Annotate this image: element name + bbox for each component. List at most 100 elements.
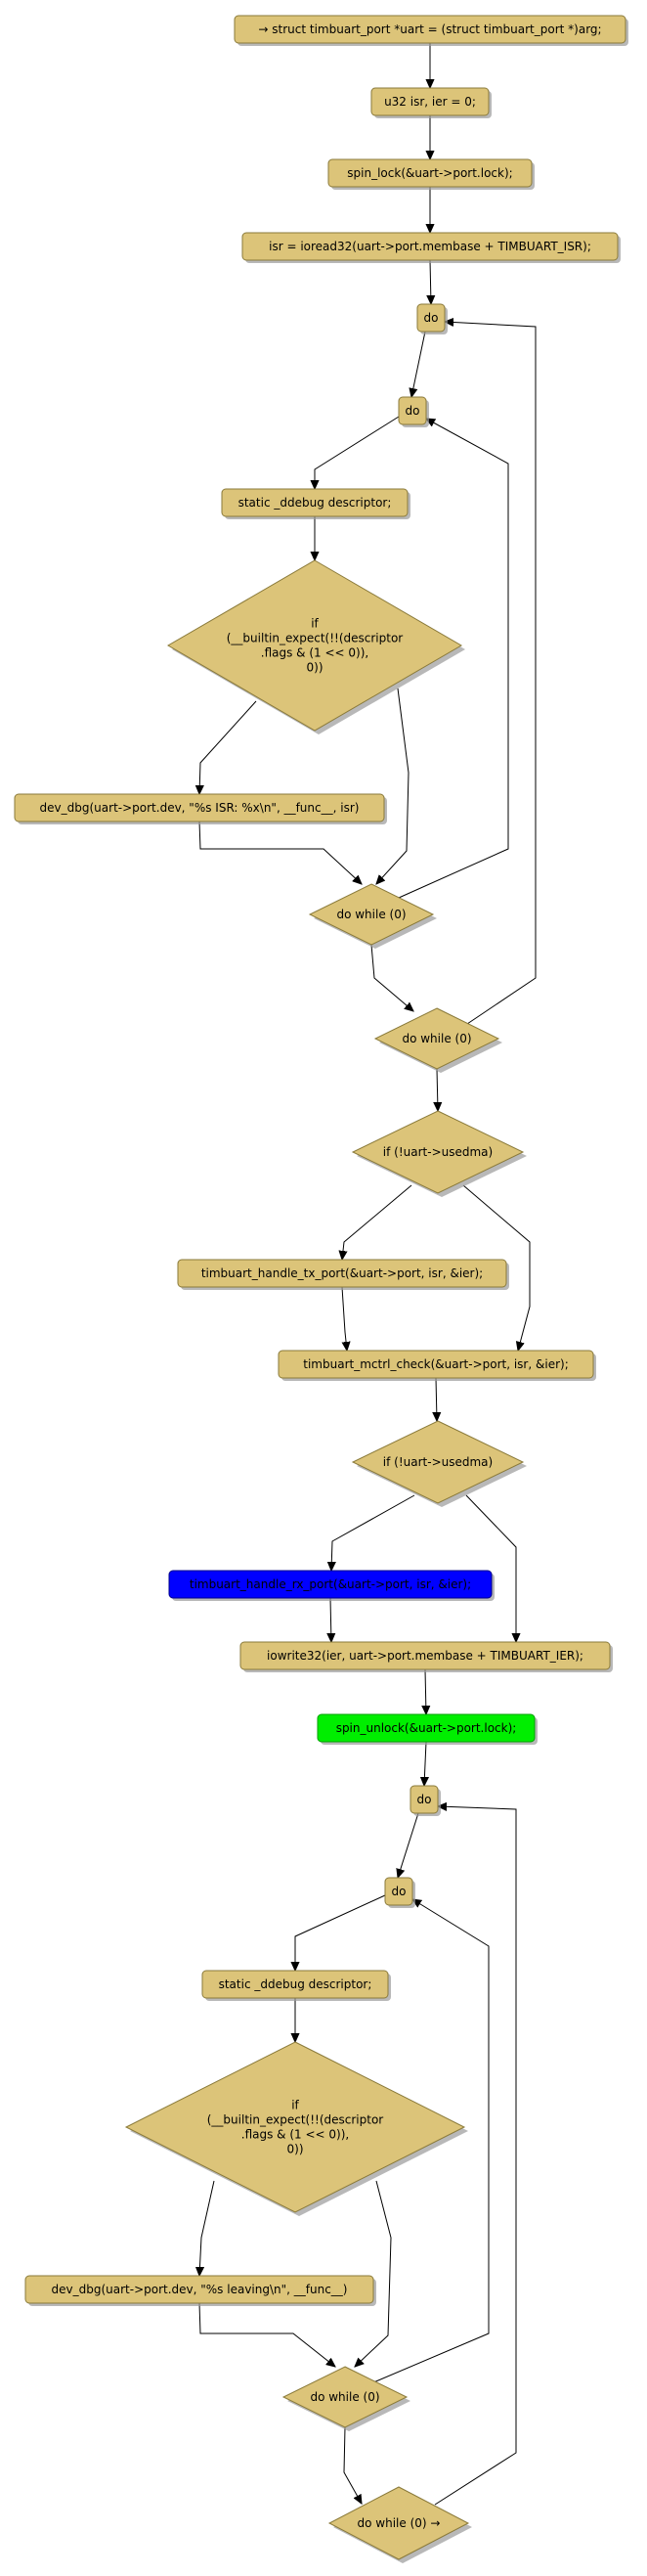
action-node-n2: u32 isr, ier = 0; (370, 87, 492, 118)
decision-diamond (373, 1007, 500, 1070)
node-label-line: spin_unlock(&uart->port.lock); (336, 1721, 517, 1735)
loop-back-arrow-n10-to-n6 (398, 419, 509, 899)
node-label-line: do (392, 1885, 407, 1898)
decision-diamond (124, 2041, 466, 2213)
node-label-line: timbuart_handle_tx_port(&uart->port, isr… (201, 1266, 483, 1280)
action-box (327, 158, 533, 188)
decision-node-n25: do while (0) → (327, 2486, 472, 2563)
loop-back-arrow-n11-to-n5 (445, 322, 537, 1025)
node-label-line: dev_dbg(uart->port.dev, "%s leaving\n", … (52, 2283, 348, 2296)
flow-arrow-n22-to-n23 (199, 2180, 215, 2276)
decision-diamond (327, 2486, 470, 2560)
flow-arrow-n9-to-n10 (198, 821, 362, 884)
node-label-line: timbuart_mctrl_check(&uart->port, isr, &… (303, 1357, 568, 1371)
decision-node-n24: do while (0) (281, 2366, 410, 2431)
node-label-line: static _ddebug descriptor; (219, 1977, 372, 1991)
node-label-line: .flags & (1 << 0)), (261, 646, 368, 660)
action-node-n19: do (410, 1785, 441, 1816)
flow-arrow-n5-to-n6 (411, 331, 426, 397)
flow-arrow-n23-to-n24 (198, 2302, 335, 2367)
action-box (24, 2275, 374, 2304)
edges-layer (198, 43, 537, 2506)
node-label-line: if (311, 617, 319, 631)
decision-node-n12: if (!uart->usedma) (351, 1110, 527, 1197)
action-node-n17: iowrite32(ier, uart->port.membase + TIMB… (239, 1641, 613, 1672)
decision-diamond (351, 1420, 525, 1504)
action-node-n23: dev_dbg(uart->port.dev, "%s leaving\n", … (24, 2275, 376, 2306)
action-box (234, 15, 626, 44)
action-node-n4: isr = ioread32(uart->port.membase + TIMB… (241, 232, 621, 263)
flow-arrow-n20-to-n21 (295, 1894, 386, 1971)
decision-node-n15: if (!uart->usedma) (351, 1420, 527, 1507)
node-label-line: 0)) (307, 661, 324, 675)
node-label-line: static _ddebug descriptor; (238, 496, 392, 510)
node-label-line: isr = ioread32(uart->port.membase + TIMB… (269, 240, 591, 253)
action-box (410, 1785, 439, 1814)
action-node-n7: static _ddebug descriptor; (221, 488, 410, 519)
action-box (416, 303, 446, 333)
node-label-line: → struct timbuart_port *uart = (struct t… (258, 22, 601, 36)
action-box (370, 87, 490, 116)
decision-node-n11: do while (0) (373, 1007, 502, 1073)
action-node-n18: spin_unlock(&uart->port.lock); (317, 1713, 538, 1745)
flow-arrow-n17-to-n18 (425, 1668, 426, 1714)
flow-arrow-n10-to-n11 (370, 944, 413, 1011)
action-box (239, 1641, 611, 1670)
action-box (317, 1713, 536, 1743)
action-node-n13: timbuart_handle_tx_port(&uart->port, isr… (177, 1259, 509, 1290)
flow-arrow-n8-to-n10 (376, 688, 410, 884)
flow-arrow-n11-to-n12 (437, 1068, 438, 1111)
loop-back-arrow-n25-to-n19 (434, 1806, 517, 2506)
flow-arrow-n16-to-n17 (330, 1597, 331, 1642)
decision-node-n22: if(__builtin_expect(!!(descriptor.flags … (124, 2041, 468, 2216)
node-label-line: u32 isr, ier = 0; (384, 95, 476, 109)
decision-node-n8: if(__builtin_expect(!!(descriptor.flags … (167, 559, 465, 734)
decision-node-n10: do while (0) (308, 883, 437, 949)
action-node-n21: static _ddebug descriptor; (201, 1970, 391, 2001)
node-label-line: if (291, 2099, 299, 2112)
action-box (398, 396, 427, 425)
node-label-line: (__builtin_expect(!!(descriptor (207, 2113, 384, 2127)
action-box (384, 1877, 413, 1906)
node-label-line: (__builtin_expect(!!(descriptor (227, 632, 404, 645)
decision-diamond (167, 559, 462, 732)
flow-arrow-n14-to-n15 (436, 1377, 437, 1421)
node-label-line: do (424, 311, 439, 325)
action-node-n6: do (398, 396, 429, 427)
action-box (241, 232, 619, 261)
action-node-n9: dev_dbg(uart->port.dev, "%s ISR: %x\n", … (14, 793, 387, 824)
flow-arrow-n24-to-n25 (343, 2426, 362, 2504)
flow-arrow-n22-to-n24 (355, 2180, 392, 2367)
action-box (221, 488, 409, 517)
flow-arrow-n19-to-n20 (398, 1812, 419, 1878)
action-node-n14: timbuart_mctrl_check(&uart->port, isr, &… (278, 1350, 596, 1381)
flow-arrow-n12-to-n13 (342, 1184, 412, 1260)
action-node-n5: do (416, 303, 448, 334)
node-label-line: 0)) (287, 2143, 304, 2156)
nodes-layer: → struct timbuart_port *uart = (struct t… (14, 15, 628, 2563)
flow-arrow-n15-to-n17 (465, 1494, 516, 1642)
flow-arrow-n6-to-n7 (315, 416, 400, 489)
loop-back-arrow-n24-to-n20 (370, 1899, 490, 2384)
decision-diamond (308, 883, 435, 946)
flow-arrow-n8-to-n9 (199, 700, 257, 794)
decision-diamond (351, 1110, 525, 1194)
node-label-line: .flags & (1 << 0)), (241, 2128, 349, 2142)
action-box (177, 1259, 507, 1288)
node-label-line: do while (0) (402, 1032, 471, 1045)
flow-arrow-n15-to-n16 (331, 1494, 415, 1571)
decision-diamond (281, 2366, 409, 2428)
node-label-line: do while (0) (310, 2390, 379, 2404)
flow-arrow-n13-to-n14 (342, 1286, 347, 1351)
action-box (278, 1350, 594, 1379)
node-label-line: do (406, 404, 420, 418)
flow-arrow-n4-to-n5 (430, 259, 431, 304)
action-box (201, 1970, 389, 1999)
action-node-n16: timbuart_handle_rx_port(&uart->port, isr… (168, 1570, 495, 1601)
node-label-line: spin_lock(&uart->port.lock); (347, 166, 512, 180)
node-label-line: iowrite32(ier, uart->port.membase + TIMB… (267, 1649, 583, 1663)
flow-arrow-n12-to-n14 (462, 1184, 531, 1351)
action-box (14, 793, 385, 822)
action-node-n3: spin_lock(&uart->port.lock); (327, 158, 535, 190)
